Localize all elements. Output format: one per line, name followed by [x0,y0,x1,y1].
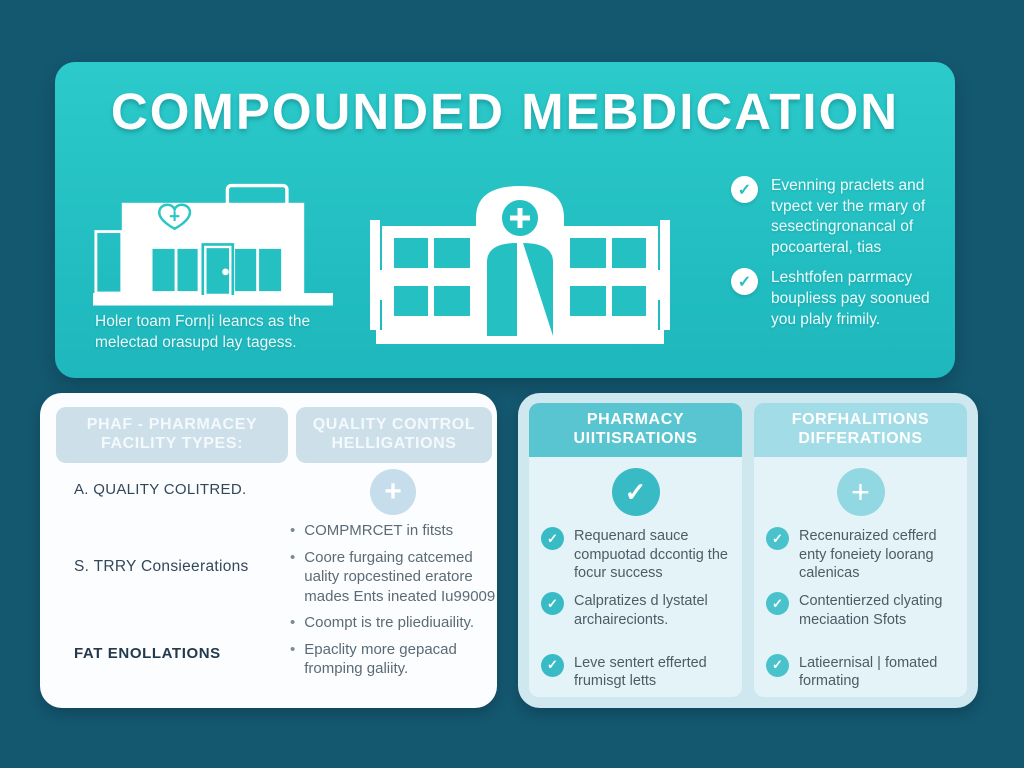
list-item: • Coore furgaing catcemed uality ropcest… [290,548,510,607]
check-item-text: Leve sentert efferted frumisgt letts [574,654,707,690]
check-icon: ✓ [541,653,564,677]
list-item: • Coompt is tre pliediuaility. [290,613,510,633]
check-icon: ✓ [766,527,789,550]
check-item-text: Contentierzed clyating meciaation Sfots [799,593,943,628]
list-item: ✓ Contentierzed clyating meciaation Sfot… [766,592,955,629]
check-icon: ✓ [766,592,789,616]
list-item: ✓ Calpratizes d lystatel archairecionts. [541,592,730,629]
page-title: COMPOUNDED MEBDICATION [110,83,900,140]
bullet-icon: • [290,640,296,658]
facility-row-label: FAT ENOLLATIONS [74,645,221,662]
pharmacy-storefront-icon [93,183,333,306]
bullet-text: Epaclity more gepacad fromping galiity. [304,640,457,678]
check-list: ✓ Recenuraized cefferd enty foneiety loo… [754,525,967,691]
facility-types-panel: PHAF - PHARMACEY FACILITY TYPES: QUALITY… [40,393,497,708]
building-caption: Holer toam Forn|i leancs as the melectad… [95,313,311,351]
banner-check-text: Evenning praclets and tvpect ver the rma… [771,177,926,256]
check-item-text: Requenard sauce compuotad dccontig the f… [574,528,728,582]
bullet-icon: • [290,522,296,539]
formulations-differations-card: FORFHALITIONS DIFFERATIONS + ✓ Recenurai… [754,403,967,697]
check-item-text: Calpratizes d lystatel archairecionts. [574,593,708,628]
facility-row-label: A. QUALITY COLITRED. [74,481,247,498]
plus-icon: + [370,469,416,515]
bullet-text: Coore furgaing catcemed uality ropcestin… [304,548,496,605]
bullet-text: Coompt is tre pliediuaility. [304,614,475,631]
list-item: ✓ Recenuraized cefferd enty foneiety loo… [766,527,955,583]
check-list: ✓ Requenard sauce compuotad dccontig the… [529,525,742,691]
medical-cross-icon [498,196,542,240]
heart-logo-icon [157,203,192,231]
banner-check-item: ✓ Evenning praclets and tvpect ver the r… [731,176,947,258]
bullet-icon: • [290,548,296,566]
check-item-text: Latieernisal | fomated formating [799,654,938,690]
hospital-building-icon [370,186,670,344]
quality-control-header: QUALITY CONTROL HELLIGATIONS [296,407,492,463]
check-icon: ✓ [731,268,758,296]
pharmacy-utilisations-card: PHARMACY UIITISRATIONS ✓ ✓ Requenard sau… [529,403,742,697]
check-icon: ✓ [611,468,660,516]
check-icon: ✓ [541,592,564,616]
check-icon: ✓ [766,653,789,677]
banner-checklist: ✓ Evenning praclets and tvpect ver the r… [731,176,947,330]
bullet-text: COMPMRCET in fitsts [304,522,454,539]
facility-row-label: S. TRRY Consieerations [74,558,249,575]
formulations-differations-header: FORFHALITIONS DIFFERATIONS [754,403,967,457]
facility-types-header: PHAF - PHARMACEY FACILITY TYPES: [56,407,288,463]
banner-check-item: ✓ Leshtfofen parrmacy boupliess pay soon… [731,268,947,330]
comparison-panel: PHARMACY UIITISRATIONS ✓ ✓ Requenard sau… [518,393,978,708]
check-icon: ✓ [731,176,758,203]
plus-icon: + [836,468,885,516]
list-item: ✓ Latieernisal | fomated formating [766,653,955,691]
list-item: ✓ Requenard sauce compuotad dccontig the… [541,527,730,583]
check-icon: ✓ [541,527,564,550]
check-item-text: Recenuraized cefferd enty foneiety loora… [799,528,937,582]
banner-check-text: Leshtfofen parrmacy boupliess pay soonue… [771,269,930,328]
bullet-icon: • [290,614,296,631]
banner-section: COMPOUNDED MEBDICATION [55,62,955,378]
pharmacy-utilisations-header: PHARMACY UIITISRATIONS [529,403,742,457]
list-item: • Epaclity more gepacad fromping galiity… [290,640,510,679]
list-item: • COMPMRCET in fitsts [290,521,510,541]
quality-bullet-list: • COMPMRCET in fitsts • Coore furgaing c… [290,521,510,686]
list-item: ✓ Leve sentert efferted frumisgt letts [541,653,730,691]
